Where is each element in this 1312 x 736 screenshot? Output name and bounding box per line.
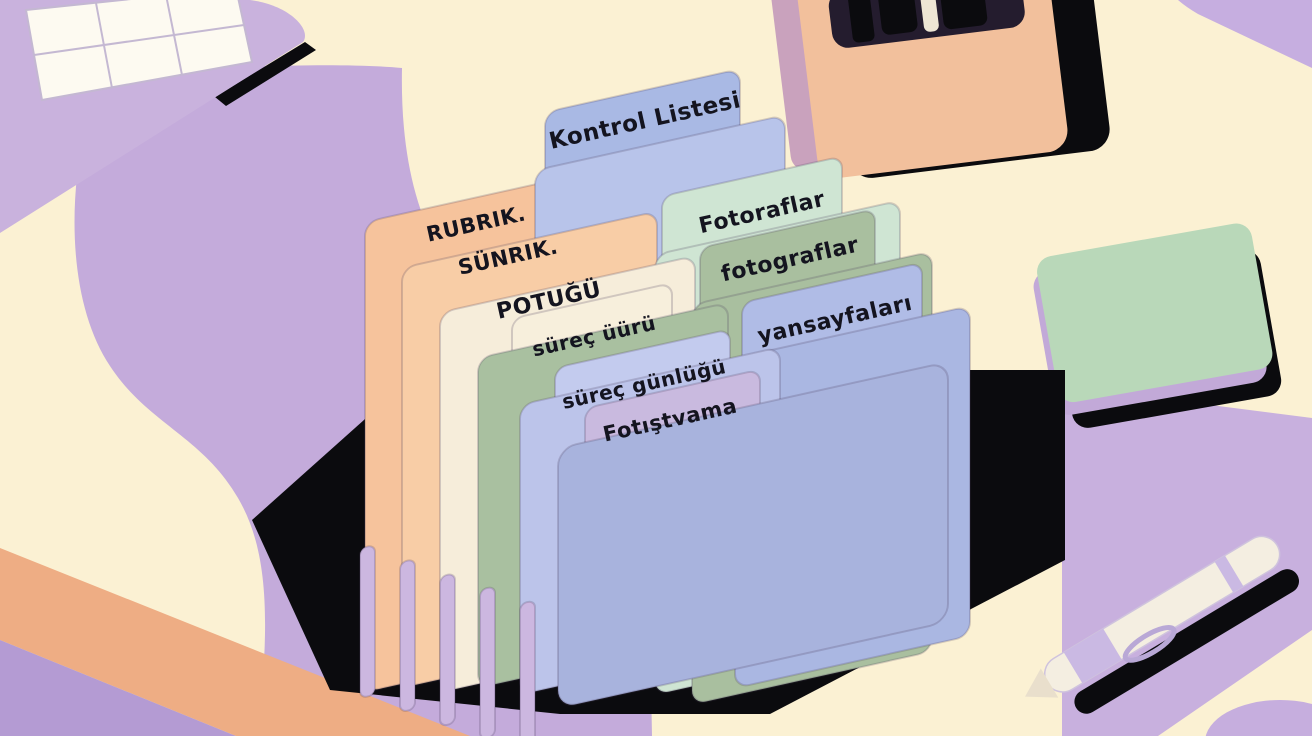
pen-shadow bbox=[1074, 569, 1299, 714]
corner-object bbox=[1205, 700, 1312, 736]
pen-ring bbox=[1214, 555, 1244, 593]
tablet-grid bbox=[24, 0, 254, 102]
organizer-strips bbox=[359, 545, 536, 736]
desk-pen bbox=[1025, 535, 1299, 714]
sticky-pad-green bbox=[1037, 223, 1273, 403]
pen-tip bbox=[1025, 668, 1059, 698]
organizer-strip bbox=[359, 545, 376, 698]
organizer-strip bbox=[439, 573, 456, 727]
sticky-note-pads bbox=[1033, 223, 1282, 428]
folder-fotistvama bbox=[557, 364, 949, 706]
pen-icon bbox=[846, 0, 875, 43]
pen-cup bbox=[770, 0, 1110, 178]
pen-band bbox=[1063, 628, 1122, 684]
pen-clip-loop bbox=[1122, 625, 1177, 663]
pen-icon bbox=[937, 0, 988, 30]
pencil-icon bbox=[918, 0, 939, 32]
desk-corner-purple bbox=[0, 640, 236, 736]
tablet-shadow bbox=[215, 42, 316, 106]
folder-stack bbox=[359, 70, 971, 736]
pen-icon bbox=[875, 0, 918, 35]
organizer-strip bbox=[399, 559, 416, 712]
corner-wedge bbox=[1178, 0, 1312, 68]
tablet-with-grid bbox=[0, 0, 316, 233]
organizer-strip bbox=[479, 586, 496, 736]
organizer-strip bbox=[519, 600, 536, 736]
